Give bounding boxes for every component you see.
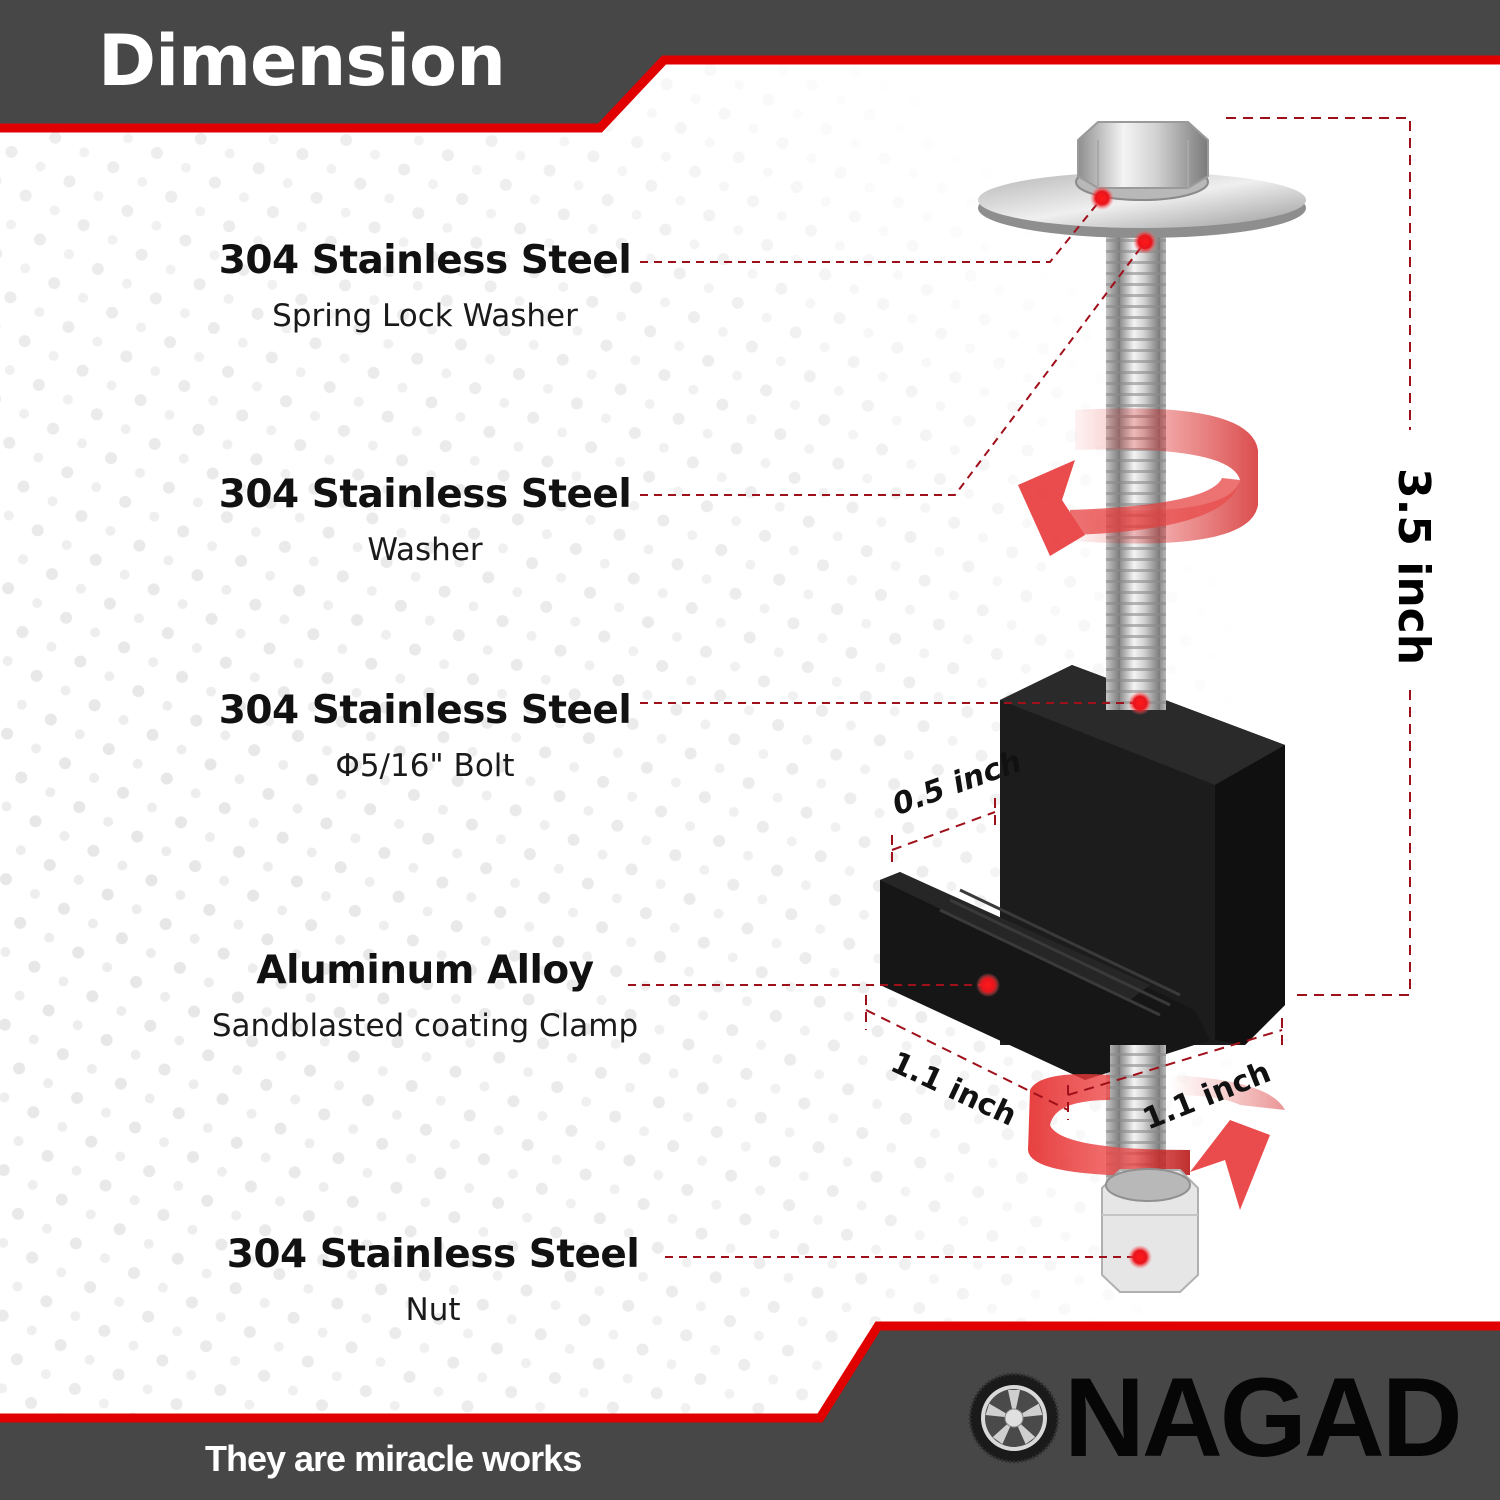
callout-material: 304 Stainless Steel [218, 472, 632, 517]
callout-part: Φ5/16" Bolt [335, 748, 515, 784]
callout-material: 304 Stainless Steel [226, 1232, 640, 1277]
rotation-arrow-lower [1028, 1074, 1285, 1210]
callout-part: Nut [405, 1292, 461, 1328]
header-band [0, 0, 1500, 133]
hex-bolt-head [1077, 121, 1209, 189]
callout-part: Washer [367, 532, 483, 568]
marker-dots [976, 186, 1157, 1269]
callout-part: Spring Lock Washer [272, 298, 578, 334]
footer-band [0, 1321, 1500, 1500]
brand-name: NAGAD [1064, 1355, 1463, 1480]
dimension-lines [865, 117, 1411, 1120]
callout-clamp: Aluminum Alloy Sandblasted coating Clamp [180, 948, 670, 1046]
page-title: Dimension [98, 20, 506, 102]
callout-material: 304 Stainless Steel [218, 688, 632, 733]
callout-nut: 304 Stainless Steel Nut [198, 1232, 668, 1330]
callout-material: 304 Stainless Steel [218, 238, 632, 283]
callout-bolt: 304 Stainless Steel Φ5/16" Bolt [190, 688, 660, 786]
callout-spring-lock-washer: 304 Stainless Steel Spring Lock Washer [190, 238, 660, 336]
aluminum-clamp [880, 665, 1285, 1080]
callout-material: Aluminum Alloy [256, 948, 594, 993]
rotation-arrow-upper [1018, 408, 1258, 556]
callout-washer: 304 Stainless Steel Washer [190, 472, 660, 570]
tire-wheel-icon [968, 1372, 1060, 1464]
tagline: They are miracle works [205, 1438, 582, 1479]
brand-logo: NAGAD [968, 1355, 1463, 1480]
dimension-total-height: 3.5 inch [1388, 468, 1439, 666]
callout-part: Sandblasted coating Clamp [211, 1008, 639, 1044]
leader-lines [628, 197, 1146, 1258]
